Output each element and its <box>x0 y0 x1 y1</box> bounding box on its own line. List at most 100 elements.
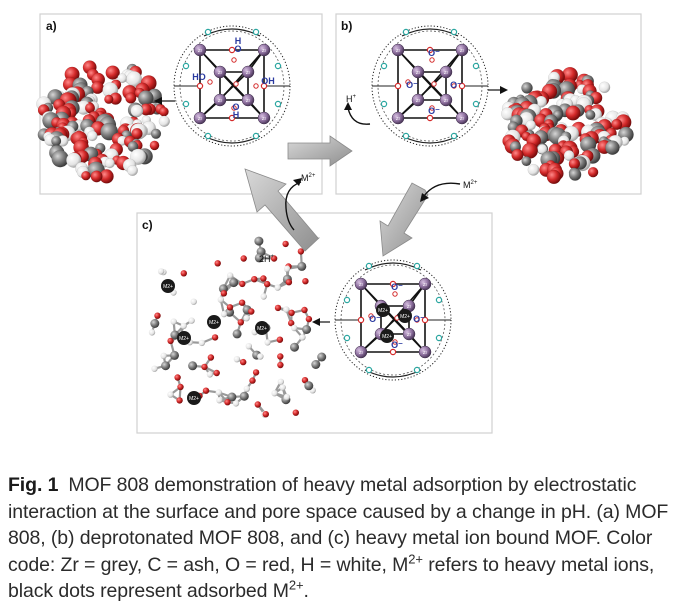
hydroxyl-h-label: H <box>233 110 240 120</box>
zr-label: Zr <box>396 48 401 53</box>
oxygen-atom <box>511 148 524 162</box>
zr-label: Zr <box>396 116 401 121</box>
oxygen-atom <box>587 166 599 178</box>
oxygen-atom <box>240 358 247 366</box>
carbon-atom <box>302 325 312 334</box>
hydrogen-atom <box>245 343 252 350</box>
oxygen-atom <box>167 337 174 345</box>
bound-ion <box>398 309 412 323</box>
panel-a-label: a) <box>46 19 57 33</box>
adsorbed-ion-dots: M2+M2+M2+M2+M2+ <box>161 279 269 405</box>
zr-label: Zr <box>218 98 223 103</box>
carbon-atom <box>51 149 69 168</box>
caption-fig-label: Fig. 1 <box>8 474 59 496</box>
peripheral-oxygen <box>182 100 190 108</box>
oxygen-atom <box>302 278 309 285</box>
edge-oxygen <box>389 280 397 288</box>
hydrogen-atom <box>188 317 195 324</box>
zr-label: Zr <box>198 116 203 121</box>
hydrogen-atom <box>232 400 240 407</box>
inner-oxygen <box>231 105 237 111</box>
hydrogen-atom <box>283 265 291 272</box>
carbon-atom <box>51 135 62 147</box>
bound-ion-label: M2+ <box>400 314 410 320</box>
oxygen-atom <box>277 353 284 360</box>
peripheral-oxygen <box>472 100 480 108</box>
m2plus-top-label: M2+ <box>301 173 316 183</box>
ion-dot-label: M2+ <box>189 396 199 402</box>
hydroxyl-oh-label: OH <box>261 76 275 86</box>
hydrogen-atom <box>104 158 115 169</box>
hydrogen-atom <box>157 268 165 275</box>
oxygen-atom <box>180 270 187 277</box>
zr-node <box>193 43 207 57</box>
panel-a-pointer-arrow <box>154 97 175 105</box>
carbon-atom <box>521 82 533 94</box>
carbon-atom <box>150 319 160 328</box>
hydrogen-atom <box>206 371 214 378</box>
zr-label: Zr <box>359 350 364 355</box>
carbon-atom <box>225 307 235 317</box>
oxygen-atom <box>264 280 271 288</box>
carbon-atom <box>297 261 307 271</box>
caption-sup-1: 2+ <box>408 551 423 566</box>
oxygen-atom <box>262 411 269 418</box>
oxygen-atom <box>211 334 219 341</box>
zr-node <box>354 277 368 291</box>
inner-oxygen <box>414 317 420 323</box>
carbon-atom <box>311 360 321 369</box>
zr-label: Zr <box>407 304 412 309</box>
zr-label: Zr <box>423 350 428 355</box>
zr-label: Zr <box>460 48 465 53</box>
zr-label: Zr <box>423 282 428 287</box>
carbon-atom <box>161 361 171 371</box>
hydrogen-atom <box>167 391 174 398</box>
zr-label: Zr <box>444 98 449 103</box>
hydrogen-atom <box>243 315 250 322</box>
hydrogen-atom <box>217 296 224 303</box>
oxygen-atom <box>288 319 295 327</box>
oxygen-atom <box>213 369 220 377</box>
zr-label: Zr <box>262 116 267 121</box>
panel-a-molecule-model <box>36 60 170 184</box>
peripheral-oxygen <box>274 62 282 70</box>
zr-node <box>391 111 405 125</box>
zr-node <box>402 327 416 341</box>
oxygen-atom <box>285 279 293 286</box>
oxygen-atom <box>521 142 539 159</box>
inner-oxygen <box>253 83 259 89</box>
oxygen-atom <box>297 248 305 255</box>
carbon-atom <box>290 342 299 352</box>
zr-node <box>411 93 425 107</box>
zr-node <box>257 43 271 57</box>
zr-node <box>241 93 255 107</box>
bound-ion-label: M2+ <box>382 334 392 340</box>
carbon-atom <box>232 329 242 339</box>
bound-ion <box>380 329 394 343</box>
oxygen-atom <box>238 299 246 306</box>
peripheral-oxygen <box>450 132 458 140</box>
cage-edge <box>417 71 463 119</box>
bound-ion-label: M2+ <box>378 308 388 314</box>
zr-node <box>418 345 432 359</box>
peripheral-oxygen <box>204 132 212 140</box>
deprotonated-o-label: O⁻ <box>391 282 403 292</box>
hydrogen-atom <box>215 389 222 396</box>
hydrogen-atom <box>198 339 206 347</box>
zr-label: Zr <box>246 70 251 75</box>
zr-label: Zr <box>416 98 421 103</box>
oxygen-atom <box>270 255 278 262</box>
hydrogen-atom <box>126 164 138 176</box>
edge-oxygen <box>228 46 236 54</box>
deprotonated-o-label: O⁻ <box>450 80 462 90</box>
oxygen-atom <box>565 105 581 121</box>
hydrogen-atom <box>277 378 284 385</box>
ion-dot <box>255 321 269 335</box>
inner-oxygen <box>231 57 237 63</box>
peripheral-oxygen <box>252 28 260 36</box>
oxygen-atom <box>239 280 246 288</box>
m2plus-right-label: M2+ <box>463 180 478 190</box>
